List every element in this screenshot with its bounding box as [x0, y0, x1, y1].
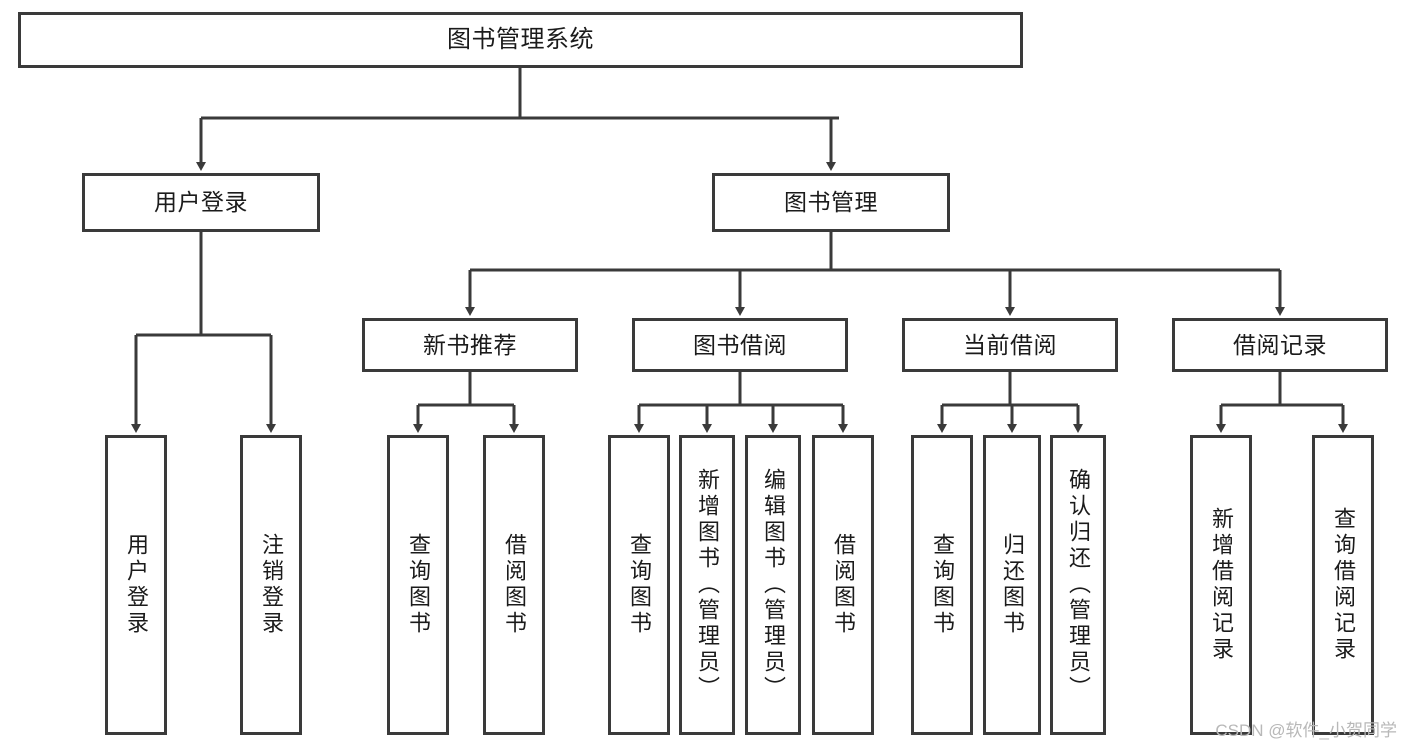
node-leaf-borrow-book-1-label: 借阅图书 — [502, 533, 527, 637]
node-leaf-user-login-label: 用户登录 — [124, 533, 149, 637]
node-leaf-add-book-admin-label: 新增图书（管理员） — [695, 468, 720, 702]
node-leaf-user-logout[interactable]: 注销登录 — [240, 435, 302, 735]
node-leaf-user-login[interactable]: 用户登录 — [105, 435, 167, 735]
node-book-manage-label: 图书管理 — [784, 189, 878, 216]
node-user-login-label: 用户登录 — [154, 189, 248, 216]
node-borrow-record-label: 借阅记录 — [1233, 331, 1327, 358]
node-leaf-borrow-book-2-label: 借阅图书 — [831, 533, 856, 637]
node-leaf-query-borrow-record[interactable]: 查询借阅记录 — [1312, 435, 1374, 735]
node-leaf-query-book-1-label: 查询图书 — [406, 533, 431, 637]
node-leaf-add-book-admin[interactable]: 新增图书（管理员） — [679, 435, 735, 735]
node-leaf-query-book-2-label: 查询图书 — [627, 533, 652, 637]
node-leaf-return-book[interactable]: 归还图书 — [983, 435, 1041, 735]
node-leaf-query-book-3[interactable]: 查询图书 — [911, 435, 973, 735]
watermark: CSDN @软件_小贺同学 — [1215, 721, 1397, 740]
node-new-book-recommend-label: 新书推荐 — [423, 331, 517, 358]
node-leaf-borrow-book-2[interactable]: 借阅图书 — [812, 435, 874, 735]
node-leaf-query-book-2[interactable]: 查询图书 — [608, 435, 670, 735]
node-leaf-add-borrow-record-label: 新增借阅记录 — [1209, 507, 1234, 663]
node-borrow-record[interactable]: 借阅记录 — [1172, 318, 1388, 372]
node-current-borrow-label: 当前借阅 — [963, 331, 1057, 358]
node-leaf-confirm-return-admin-label: 确认归还（管理员） — [1066, 468, 1091, 702]
node-new-book-recommend[interactable]: 新书推荐 — [362, 318, 578, 372]
node-root-label: 图书管理系统 — [447, 26, 594, 54]
node-root[interactable]: 图书管理系统 — [18, 12, 1023, 68]
node-leaf-confirm-return-admin[interactable]: 确认归还（管理员） — [1050, 435, 1106, 735]
node-leaf-borrow-book-1[interactable]: 借阅图书 — [483, 435, 545, 735]
node-leaf-add-borrow-record[interactable]: 新增借阅记录 — [1190, 435, 1252, 735]
node-leaf-query-borrow-record-label: 查询借阅记录 — [1331, 507, 1356, 663]
node-book-borrow[interactable]: 图书借阅 — [632, 318, 848, 372]
node-leaf-edit-book-admin-label: 编辑图书（管理员） — [761, 468, 786, 702]
node-book-manage[interactable]: 图书管理 — [712, 173, 950, 232]
node-leaf-query-book-3-label: 查询图书 — [930, 533, 955, 637]
node-leaf-query-book-1[interactable]: 查询图书 — [387, 435, 449, 735]
node-current-borrow[interactable]: 当前借阅 — [902, 318, 1118, 372]
node-user-login[interactable]: 用户登录 — [82, 173, 320, 232]
node-leaf-edit-book-admin[interactable]: 编辑图书（管理员） — [745, 435, 801, 735]
node-leaf-return-book-label: 归还图书 — [1000, 533, 1025, 637]
node-leaf-user-logout-label: 注销登录 — [259, 533, 284, 637]
node-book-borrow-label: 图书借阅 — [693, 331, 787, 358]
